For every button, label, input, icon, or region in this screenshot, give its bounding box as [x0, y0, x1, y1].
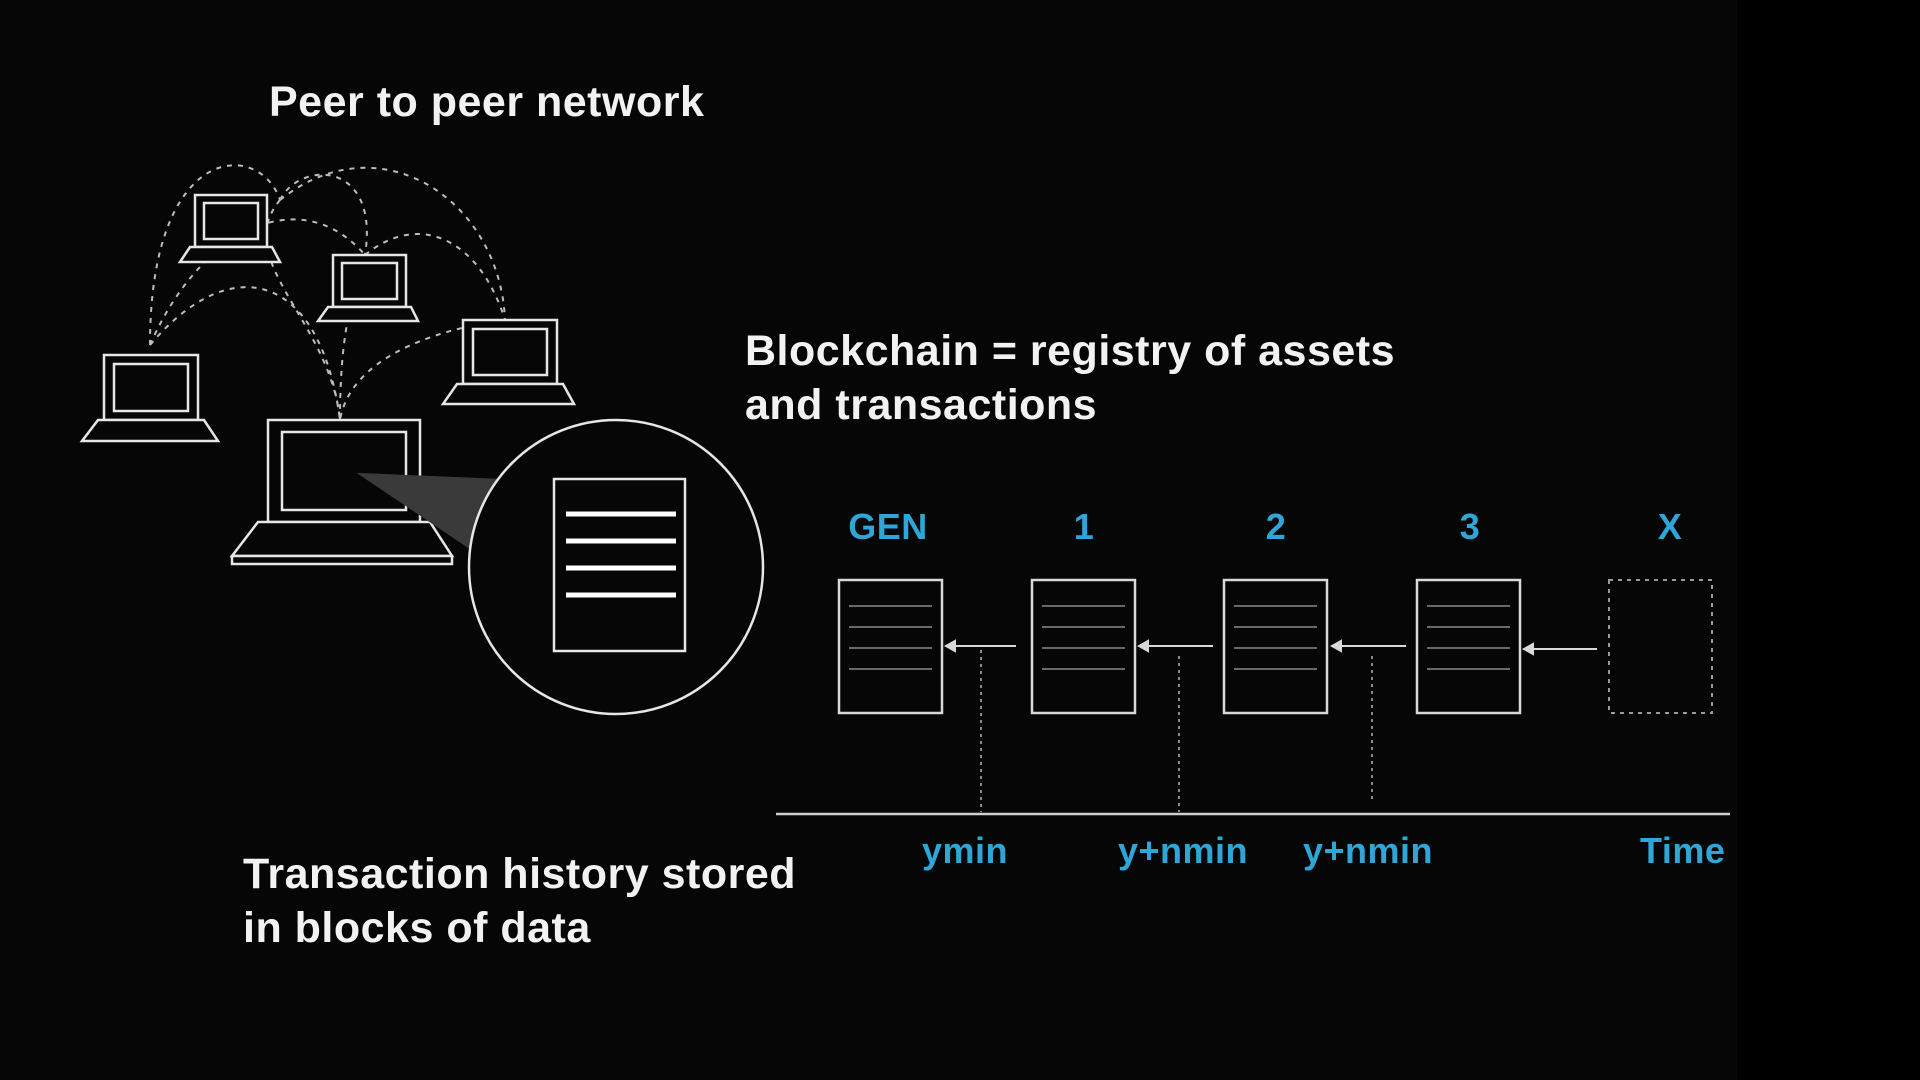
- history-heading-line-1: Transaction history stored: [243, 850, 797, 898]
- block-gen: [837, 578, 944, 715]
- block-1: [1030, 578, 1137, 715]
- block-label-gen: GEN: [848, 506, 928, 547]
- block-3: [1415, 578, 1522, 715]
- time-label-y-plus-nmin-1: y+nmin: [1118, 830, 1249, 871]
- time-label-y-plus-nmin-2: y+nmin: [1303, 830, 1434, 871]
- time-label-ymin: ymin: [922, 830, 1009, 871]
- laptop-icon: [79, 353, 221, 443]
- laptop-icon: [177, 193, 283, 264]
- blockchain-heading-line-1: Blockchain = registry of assets: [745, 327, 1396, 375]
- block-label-x: X: [1657, 506, 1683, 547]
- time-axis-label: Time: [1640, 830, 1726, 871]
- history-heading-line-2: in blocks of data: [243, 904, 591, 952]
- block-label-3: 3: [1459, 506, 1481, 547]
- block-x: [1608, 579, 1713, 714]
- laptop-icon: [440, 318, 577, 406]
- laptop-icon: [315, 253, 421, 323]
- network-heading: Peer to peer network: [269, 78, 705, 126]
- block-label-2: 2: [1265, 506, 1287, 547]
- block-2: [1222, 578, 1329, 715]
- chain-arrows: [943, 639, 1597, 656]
- laptop-icon: [229, 418, 455, 566]
- block-label-1: 1: [1073, 506, 1095, 547]
- time-markers: [980, 650, 1373, 812]
- blockchain-heading-line-2: and transactions: [745, 381, 1098, 429]
- document-icon: [552, 477, 687, 653]
- letterbox-bar: [1737, 0, 1920, 1080]
